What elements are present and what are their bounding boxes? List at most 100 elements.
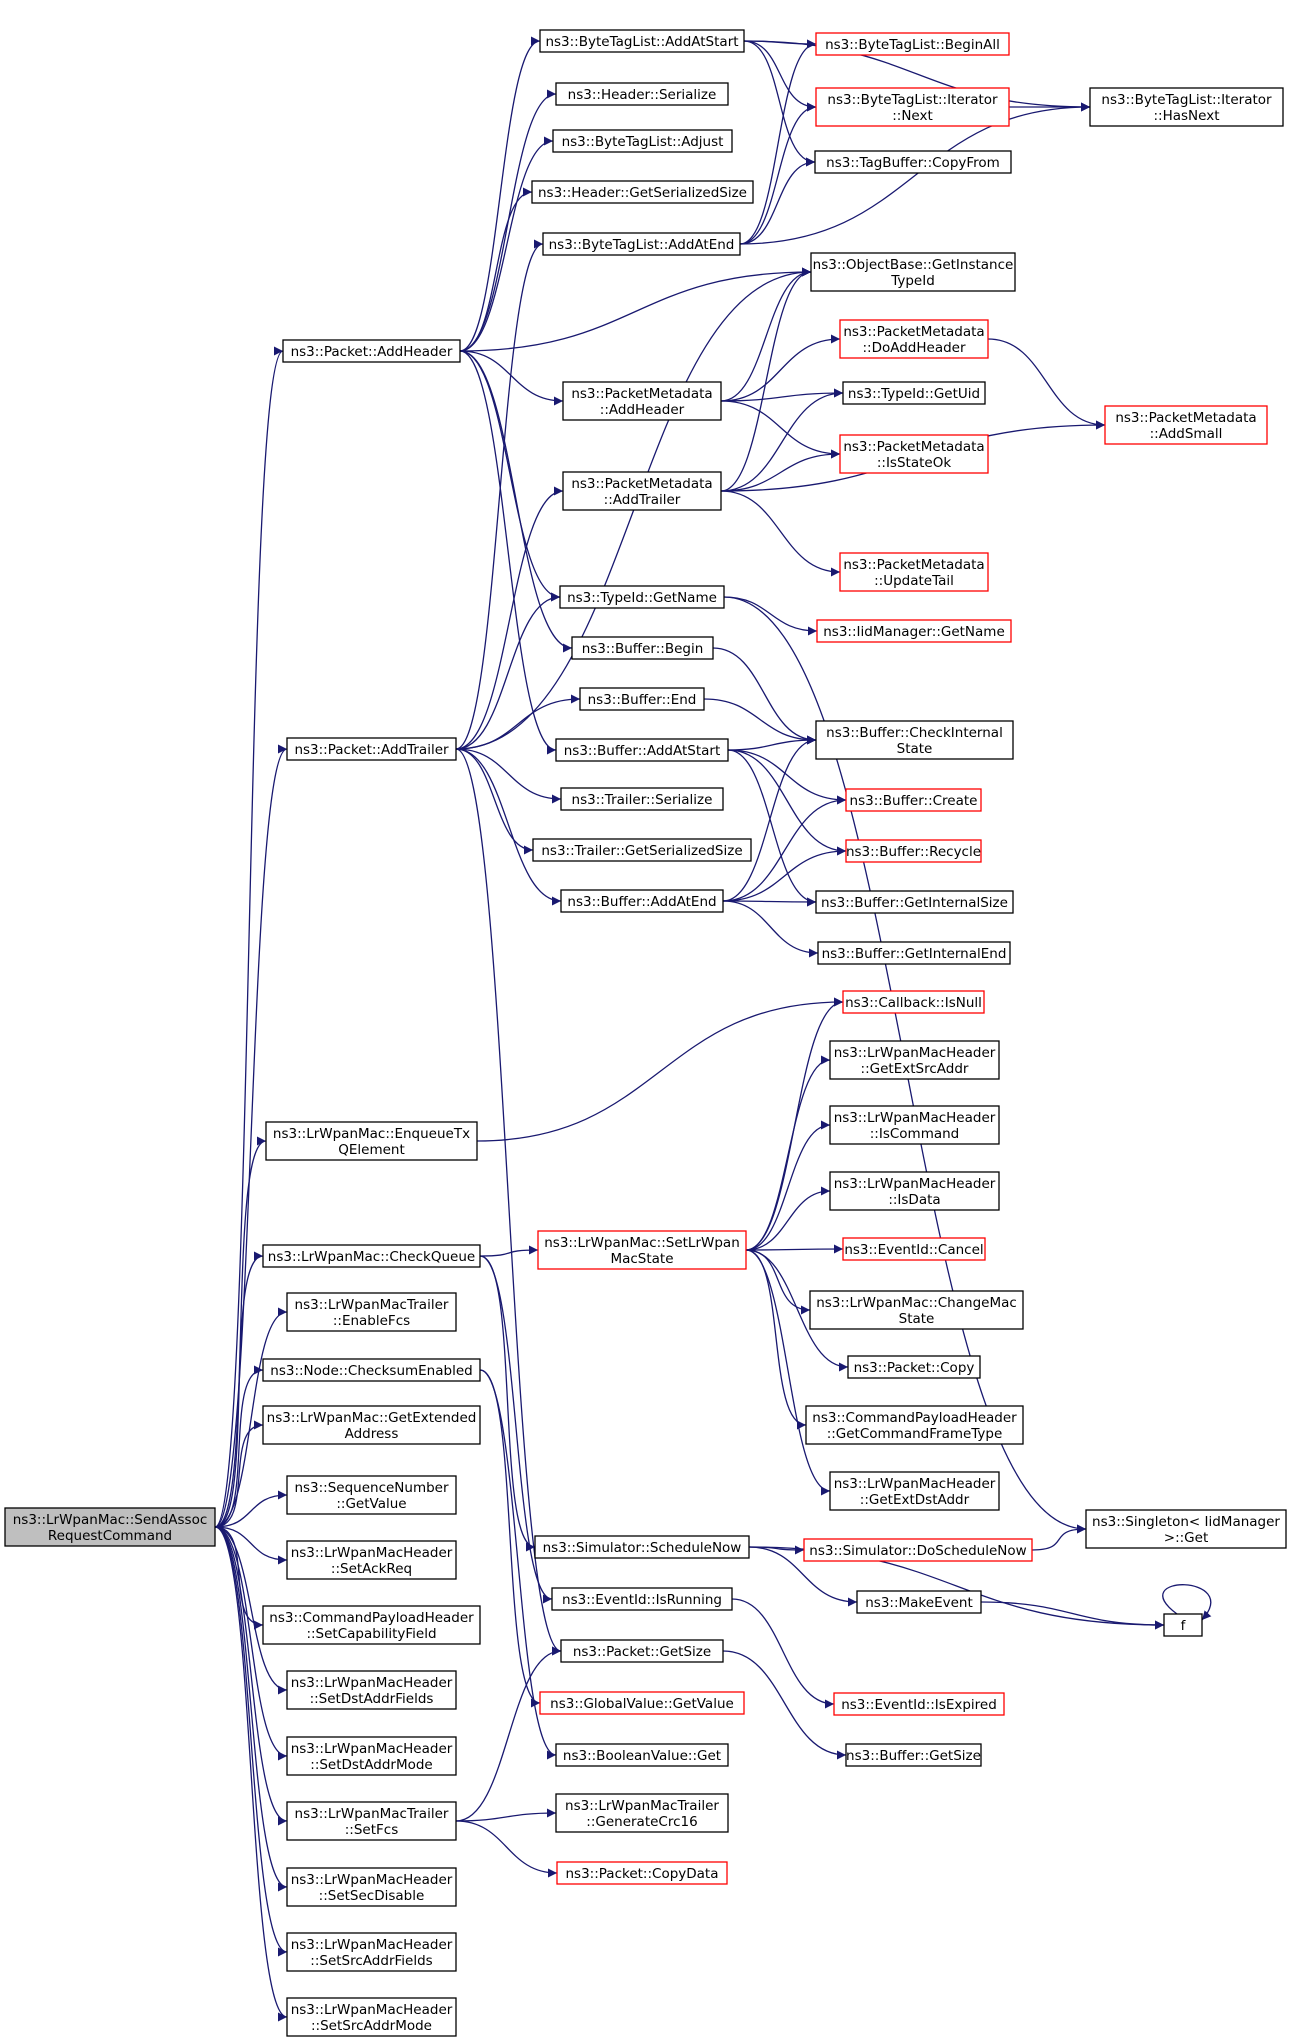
node-label: ns3::Callback::IsNull xyxy=(845,995,982,1011)
node-boolGet[interactable]: ns3::BooleanValue::Get xyxy=(555,1743,729,1767)
node-pmUpdateTail[interactable]: ns3::PacketMetadata::UpdateTail xyxy=(839,552,989,592)
node-hdrIsCommand[interactable]: ns3::LrWpanMacHeader::IsCommand xyxy=(829,1105,1000,1145)
node-checkQueue[interactable]: ns3::LrWpanMac::CheckQueue xyxy=(262,1244,481,1268)
node-bufRecycle[interactable]: ns3::Buffer::Recycle xyxy=(845,839,982,863)
node-pmAddSmall[interactable]: ns3::PacketMetadata::AddSmall xyxy=(1104,405,1268,445)
node-label: ns3::Header::GetSerializedSize xyxy=(538,185,747,201)
call-edge-f-to-f xyxy=(1162,1584,1212,1621)
node-btlAdjust[interactable]: ns3::ByteTagList::Adjust xyxy=(552,129,733,153)
node-label: ns3::ObjectBase::GetInstance xyxy=(813,257,1014,273)
node-simScheduleNow[interactable]: ns3::Simulator::ScheduleNow xyxy=(534,1535,750,1559)
node-label: ns3::Packet::GetSize xyxy=(573,1644,711,1660)
node-genCrc16[interactable]: ns3::LrWpanMacTrailer::GenerateCrc16 xyxy=(555,1793,729,1833)
node-simDoScheduleNow[interactable]: ns3::Simulator::DoScheduleNow xyxy=(803,1538,1033,1562)
call-edge-packetGetSize-to-bufGetSize xyxy=(722,1650,847,1760)
node-label: MacState xyxy=(610,1251,673,1267)
node-eventIsRunning[interactable]: ns3::EventId::IsRunning xyxy=(551,1587,733,1611)
node-box xyxy=(537,1230,747,1270)
call-edge-root-to-setSrcAddrMode xyxy=(214,1526,288,2022)
node-label: ns3::LrWpanMac::GetExtended xyxy=(267,1410,477,1426)
node-f[interactable]: f xyxy=(1163,1613,1203,1637)
node-setAckReq[interactable]: ns3::LrWpanMacHeader::SetAckReq xyxy=(286,1540,457,1580)
node-btlIterHasNext[interactable]: ns3::ByteTagList::Iterator::HasNext xyxy=(1089,87,1284,127)
node-label: ns3::LrWpanMac::CheckQueue xyxy=(268,1249,475,1265)
node-box xyxy=(560,787,724,811)
node-headerGetSerSize[interactable]: ns3::Header::GetSerializedSize xyxy=(531,180,754,204)
node-eventCancel[interactable]: ns3::EventId::Cancel xyxy=(842,1237,986,1261)
node-box xyxy=(542,232,741,256)
call-edge-checkQueue-to-eventIsRunning xyxy=(479,1255,553,1604)
node-pmIsStateOk[interactable]: ns3::PacketMetadata::IsStateOk xyxy=(839,434,989,474)
call-edge-root-to-setAckReq xyxy=(214,1526,288,1565)
node-addHeader[interactable]: ns3::Packet::AddHeader xyxy=(282,339,461,363)
node-typeIdGetUid[interactable]: ns3::TypeId::GetUid xyxy=(842,381,986,405)
node-bufAddAtStart[interactable]: ns3::Buffer::AddAtStart xyxy=(555,738,729,762)
node-headerSerialize[interactable]: ns3::Header::Serialize xyxy=(555,82,729,106)
node-bufGetSize[interactable]: ns3::Buffer::GetSize xyxy=(845,1743,982,1767)
node-label: ::IsData xyxy=(888,1192,940,1208)
node-bufBegin[interactable]: ns3::Buffer::Begin xyxy=(571,636,714,660)
node-globalGetValue[interactable]: ns3::GlobalValue::GetValue xyxy=(539,1691,745,1715)
node-cmdGetFrameType[interactable]: ns3::CommandPayloadHeader::GetCommandFra… xyxy=(805,1405,1024,1445)
node-packetCopy[interactable]: ns3::Packet::Copy xyxy=(847,1355,981,1379)
node-label: ns3::CommandPayloadHeader xyxy=(269,1610,474,1626)
node-pmAddHeader[interactable]: ns3::PacketMetadata::AddHeader xyxy=(562,381,722,421)
node-bufCreate[interactable]: ns3::Buffer::Create xyxy=(845,788,982,812)
node-setDstAddrMode[interactable]: ns3::LrWpanMacHeader::SetDstAddrMode xyxy=(286,1736,457,1776)
node-typeIdGetName[interactable]: ns3::TypeId::GetName xyxy=(559,585,725,609)
node-setFcs[interactable]: ns3::LrWpanMacTrailer::SetFcs xyxy=(286,1801,457,1841)
node-box xyxy=(829,1040,1000,1080)
node-trailerGetSerSize[interactable]: ns3::Trailer::GetSerializedSize xyxy=(532,838,752,862)
node-btlIterNext[interactable]: ns3::ByteTagList::Iterator::Next xyxy=(815,87,1010,127)
node-tagBufCopyFrom[interactable]: ns3::TagBuffer::CopyFrom xyxy=(814,150,1012,174)
node-bufGetInternalSize[interactable]: ns3::Buffer::GetInternalSize xyxy=(815,890,1014,914)
node-enableFcs[interactable]: ns3::LrWpanMacTrailer::EnableFcs xyxy=(286,1292,457,1332)
node-label: ns3::ByteTagList::Iterator xyxy=(1101,92,1272,108)
node-box xyxy=(842,1237,986,1261)
node-box xyxy=(265,1121,478,1161)
node-label: ::SetSrcAddrFields xyxy=(310,1953,432,1969)
node-btlBeginAll[interactable]: ns3::ByteTagList::BeginAll xyxy=(815,32,1010,56)
node-setSrcAddrFields[interactable]: ns3::LrWpanMacHeader::SetSrcAddrFields xyxy=(286,1932,457,1972)
node-makeEvent[interactable]: ns3::MakeEvent xyxy=(856,1590,982,1614)
node-hdrGetExtDst[interactable]: ns3::LrWpanMacHeader::GetExtDstAddr xyxy=(829,1471,1000,1511)
node-eventIsExpired[interactable]: ns3::EventId::IsExpired xyxy=(833,1692,1005,1716)
node-singletonGet[interactable]: ns3::Singleton< IidManager>::Get xyxy=(1085,1509,1287,1549)
node-packetGetSize[interactable]: ns3::Packet::GetSize xyxy=(560,1639,724,1663)
node-label: Address xyxy=(345,1426,399,1442)
node-pmDoAddHeader[interactable]: ns3::PacketMetadata::DoAddHeader xyxy=(839,319,989,359)
node-setSrcAddrMode[interactable]: ns3::LrWpanMacHeader::SetSrcAddrMode xyxy=(286,1997,457,2037)
node-iidGetName[interactable]: ns3::IidManager::GetName xyxy=(816,619,1012,643)
node-label: ns3::Buffer::Begin xyxy=(582,641,704,657)
node-bufGetInternalEnd[interactable]: ns3::Buffer::GetInternalEnd xyxy=(817,941,1011,965)
node-btlAddAtStart[interactable]: ns3::ByteTagList::AddAtStart xyxy=(539,29,745,53)
node-setDstAddrFields[interactable]: ns3::LrWpanMacHeader::SetDstAddrFields xyxy=(286,1670,457,1710)
node-box xyxy=(839,552,989,592)
node-packetCopyData[interactable]: ns3::Packet::CopyData xyxy=(556,1861,728,1885)
node-box xyxy=(560,889,724,913)
node-setSecDisable[interactable]: ns3::LrWpanMacHeader::SetSecDisable xyxy=(286,1867,457,1907)
node-setCapField[interactable]: ns3::CommandPayloadHeader::SetCapability… xyxy=(262,1605,481,1645)
node-bufAddAtEnd[interactable]: ns3::Buffer::AddAtEnd xyxy=(560,889,724,913)
node-addTrailer[interactable]: ns3::Packet::AddTrailer xyxy=(286,737,457,761)
node-bufEnd[interactable]: ns3::Buffer::End xyxy=(579,687,705,711)
call-edge-btlAddAtEnd-to-btlIterNext xyxy=(739,102,817,245)
node-pmAddTrailer[interactable]: ns3::PacketMetadata::AddTrailer xyxy=(562,471,722,511)
node-btlAddAtEnd[interactable]: ns3::ByteTagList::AddAtEnd xyxy=(542,232,741,256)
node-label: ns3::Simulator::ScheduleNow xyxy=(543,1540,742,1556)
call-edge-addHeader-to-objGetInstTypeId xyxy=(459,267,812,352)
node-checksumEnabled[interactable]: ns3::Node::ChecksumEnabled xyxy=(262,1358,481,1382)
node-callbackIsNull[interactable]: ns3::Callback::IsNull xyxy=(842,990,985,1014)
node-hdrIsData[interactable]: ns3::LrWpanMacHeader::IsData xyxy=(829,1171,1000,1211)
node-trailerSerialize[interactable]: ns3::Trailer::Serialize xyxy=(560,787,724,811)
call-edge-bufAddAtEnd-to-bufGetInternalSize xyxy=(722,897,817,907)
node-seqGetValue[interactable]: ns3::SequenceNumber::GetValue xyxy=(286,1475,457,1515)
node-hdrGetExtSrc[interactable]: ns3::LrWpanMacHeader::GetExtSrcAddr xyxy=(829,1040,1000,1080)
